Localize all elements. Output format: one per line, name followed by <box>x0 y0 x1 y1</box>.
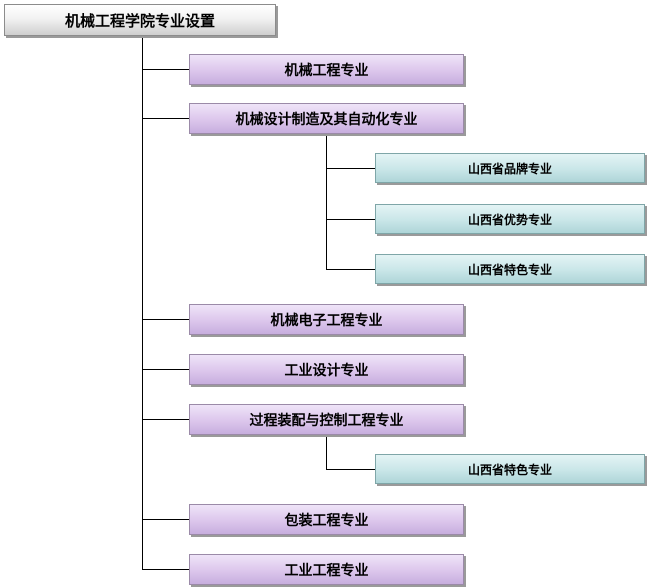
minor-node-feature-process: 山西省特色专业 <box>375 454 645 484</box>
minor-node-label: 山西省特色专业 <box>467 262 552 277</box>
minor-node-feature: 山西省特色专业 <box>375 254 645 284</box>
minor-node-brand: 山西省品牌专业 <box>375 153 645 183</box>
minor-node-label: 山西省优势专业 <box>467 212 552 227</box>
major-node-label: 机械电子工程专业 <box>270 312 383 329</box>
major-node-label: 过程装配与控制工程专业 <box>249 412 404 429</box>
minor-node-advantage: 山西省优势专业 <box>375 204 645 234</box>
major-node-process-equipment: 过程装配与控制工程专业 <box>189 404 464 435</box>
root-node-label: 机械工程学院专业设置 <box>64 11 215 30</box>
root-node: 机械工程学院专业设置 <box>4 4 276 36</box>
major-node-label: 工业设计专业 <box>284 362 369 379</box>
minor-node-label: 山西省特色专业 <box>467 462 552 477</box>
major-node-mechanical-engineering: 机械工程专业 <box>189 54 464 85</box>
major-node-industrial-engineering: 工业工程专业 <box>189 554 464 585</box>
major-node-mechatronics: 机械电子工程专业 <box>189 304 464 335</box>
minor-node-label: 山西省品牌专业 <box>467 161 552 176</box>
major-node-label: 工业工程专业 <box>284 562 369 579</box>
major-node-mechanical-design: 机械设计制造及其自动化专业 <box>189 103 464 134</box>
major-node-label: 机械工程专业 <box>284 62 369 79</box>
major-node-label: 包装工程专业 <box>284 512 369 529</box>
major-node-packaging: 包装工程专业 <box>189 504 464 535</box>
major-node-industrial-design: 工业设计专业 <box>189 354 464 385</box>
major-node-label: 机械设计制造及其自动化专业 <box>235 111 418 128</box>
